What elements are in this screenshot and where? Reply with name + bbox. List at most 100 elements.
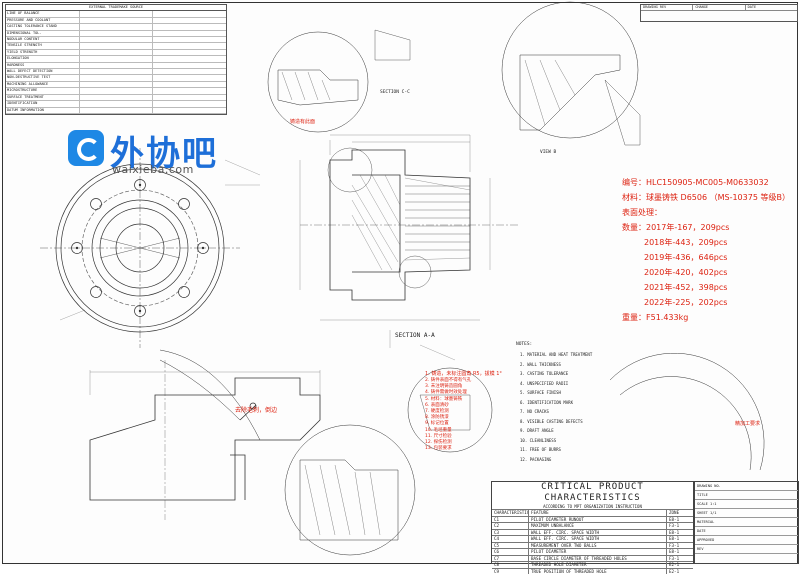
external-source-cell: YIELD STRENGTH	[6, 50, 79, 55]
title-block-field: MATERIAL	[695, 518, 798, 527]
external-source-cell: IDENTIFICATION	[6, 101, 79, 106]
front-view	[40, 148, 240, 348]
external-source-cell	[152, 37, 226, 42]
cpc-cell: THREADED HOLE DIAMETER	[529, 562, 667, 568]
section-aa-label: SECTION A-A	[395, 332, 435, 339]
external-source-cell	[79, 31, 153, 36]
external-source-cell: ELONGATION	[6, 56, 79, 61]
logo-url: waixieba.com	[112, 163, 194, 176]
quantity-2022: 2022年-225，202pcs	[622, 295, 790, 310]
quantity-2019: 2019年-436，646pcs	[622, 250, 790, 265]
note-item: 2. WALL THICKNESS	[520, 360, 592, 370]
note-item: 11. FREE OF BURRS	[520, 445, 592, 455]
external-source-cell	[152, 50, 226, 55]
external-source-cell: WALL DEFECT DETECTION	[6, 69, 79, 74]
title-block-field: APPROVED	[695, 536, 798, 545]
cpc-header-feature: FEATURE	[529, 510, 667, 516]
view-b-label: VIEW B	[540, 150, 556, 155]
title-block-field: REV	[695, 545, 798, 554]
quantity-2021: 2021年-452，398pcs	[622, 280, 790, 295]
quantity-label: 数量：2017年-167，209pcs	[622, 220, 790, 235]
external-source-cell: CASTING TOLERANCE STAND	[6, 24, 79, 29]
cpc-cell: E8-1	[667, 549, 693, 555]
red-note-line: 4. 铸件需做时效处理	[425, 390, 471, 396]
cpc-cell: C9	[492, 569, 529, 574]
note-item: 5. SURFACE FINISH	[520, 388, 592, 398]
external-source-cell	[79, 50, 153, 55]
quantity-2020: 2020年-420，402pcs	[622, 265, 790, 280]
external-source-cell	[152, 108, 226, 113]
production-note: 编号：HLC150905-MC005-M0633032 材料：球墨铸铁 D650…	[622, 175, 790, 325]
note-item: 12. PACKAGING	[520, 455, 592, 465]
cpc-cell: C5	[492, 543, 529, 549]
note-item: 1. MATERIAL AND HEAT TREATMENT	[520, 350, 592, 360]
detail-bottom-right	[610, 353, 764, 470]
note-item: 4. UNSPECIFIED RADII	[520, 379, 592, 389]
material: 材料：球墨铸铁 D6506 （MS-10375 等级B）	[622, 190, 790, 205]
cpc-cell: C7	[492, 556, 529, 562]
cpc-cell: MEASUREMENT OVER TWO BALLS	[529, 543, 667, 549]
external-source-cell: DATUM INFORMATION	[6, 108, 79, 113]
external-source-cell	[152, 82, 226, 87]
cpc-cell: MAXIMUM UNBALANCE	[529, 523, 667, 529]
external-source-cell: DIMENSIONAL TOL.	[6, 31, 79, 36]
external-source-cell	[79, 88, 153, 93]
weight: 重量：F51.433kg	[622, 310, 790, 325]
external-source-cell	[152, 18, 226, 23]
external-source-cell: NODULAR CONTENT	[6, 37, 79, 42]
external-source-cell	[152, 95, 226, 100]
external-source-cell	[79, 11, 153, 16]
cpc-cell: E8-1	[667, 517, 693, 523]
external-source-table: EXTERNAL TRADEMAKE SOURCE LINE OF BALANC…	[5, 4, 227, 115]
red-note-remove-burrs: 去除毛刺，倒边	[235, 405, 277, 414]
cpc-cell: TRUE POSITION OF THREADED HOLE	[529, 569, 667, 574]
external-source-cell	[152, 63, 226, 68]
side-view	[90, 350, 320, 520]
cpc-cell: F3-1	[667, 543, 693, 549]
red-note-line: 13. 包装要求	[425, 446, 471, 452]
external-source-cell	[79, 108, 153, 113]
external-source-cell	[79, 56, 153, 61]
red-note-left: 铸造有此面	[290, 118, 315, 125]
detail-top	[268, 30, 410, 132]
red-note-title: 1. 铸造，未标注圆角 R5，拔模 1°	[425, 370, 502, 377]
external-source-cell	[152, 75, 226, 80]
title-block-field: SHEET 1/1	[695, 509, 798, 518]
revision-strip-label-3: DATE	[745, 5, 797, 10]
external-source-cell	[152, 11, 226, 16]
external-source-cell	[79, 63, 153, 68]
note-item: 9. DRAFT ANGLE	[520, 426, 592, 436]
external-source-cell	[152, 101, 226, 106]
cpc-cell: C3	[492, 530, 529, 536]
detail-bottom	[285, 425, 415, 555]
external-source-cell	[79, 101, 153, 106]
surface-treatment: 表面处理：	[622, 205, 790, 220]
note-item: 6. IDENTIFICATION MARK	[520, 398, 592, 408]
cpc-cell: PILOT DIAMETER	[529, 549, 667, 555]
cpc-cell: WALL EFF. CIRC. SPACE WIDTH	[529, 530, 667, 536]
note-item: 8. VISIBLE CASTING DEFECTS	[520, 417, 592, 427]
cpc-cell: C4	[492, 536, 529, 542]
external-source-row: DATUM INFORMATION	[6, 108, 226, 114]
revision-strip-label-2: CHANGE	[692, 5, 744, 10]
cpc-header-zone: ZONE	[667, 510, 693, 516]
section-aa	[300, 135, 520, 320]
note-item: 10. CLEANLINESS	[520, 436, 592, 446]
external-source-cell: SURFACE TREATMENT	[6, 95, 79, 100]
cpc-cell: E2-1	[667, 562, 693, 568]
external-source-cell	[79, 43, 153, 48]
cpc-title: CRITICAL PRODUCT CHARACTERISTICS	[492, 482, 693, 504]
external-source-cell: MICROSTRUCTURE	[6, 88, 79, 93]
external-source-cell	[79, 82, 153, 87]
cpc-header-characteristic: CHARACTERISTIC	[492, 510, 529, 516]
cpc-cell: C1	[492, 517, 529, 523]
